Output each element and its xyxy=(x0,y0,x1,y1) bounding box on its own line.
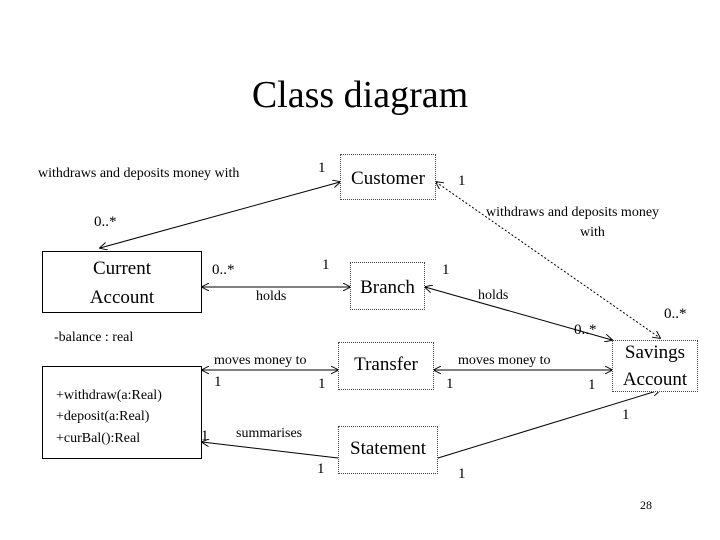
mult-customer-from-savings: 1 xyxy=(458,173,466,189)
mult-savings-from-branch: 0..* xyxy=(574,322,597,338)
savings-account-name-line1: Savings xyxy=(624,342,686,363)
mult-savings-from-transfer: 1 xyxy=(588,377,596,393)
mult-customer-from-current: 1 xyxy=(318,160,326,176)
mult-transfer-from-current: 1 xyxy=(318,376,326,392)
mult-current-from-branch: 0..* xyxy=(212,262,235,278)
page-title: Class diagram xyxy=(251,74,469,116)
assoc-label-transfer-savings: moves money to xyxy=(458,353,551,368)
assoc-label-current-branch: holds xyxy=(256,289,287,304)
current-account-attribute: -balance : real xyxy=(54,330,134,345)
assoc-label-savings-customer-2: with xyxy=(580,225,605,240)
mult-statement-from-current: 1 xyxy=(317,461,325,477)
line-customer-savings xyxy=(436,182,660,338)
current-account-operation: +withdraw(a:Real) xyxy=(56,388,162,403)
statement-class xyxy=(338,426,438,474)
mult-statement-from-savings: 1 xyxy=(458,466,466,482)
transfer-class-name: Transfer xyxy=(354,354,418,375)
current-account-attributes-divider xyxy=(42,312,202,367)
assoc-label-branch-savings: holds xyxy=(478,288,509,303)
current-account-name-line1: Current xyxy=(92,258,152,279)
current-account-name-line2: Account xyxy=(89,287,155,308)
savings-account-name-line2: Account xyxy=(622,369,688,390)
savings-account-class xyxy=(612,340,698,392)
mult-branch-from-current: 1 xyxy=(322,257,330,273)
mult-branch-from-savings: 1 xyxy=(442,262,450,278)
assoc-label-savings-customer-1: withdraws and deposits money xyxy=(486,205,660,220)
line-current-customer xyxy=(100,182,340,248)
customer-class-name: Customer xyxy=(351,168,425,189)
mult-current-from-statement: 1 xyxy=(201,428,209,444)
mult-current-from-customer: 0..* xyxy=(94,214,117,230)
page-number: 28 xyxy=(640,498,652,512)
line-statement-savings xyxy=(437,390,660,459)
statement-class-name: Statement xyxy=(350,438,426,459)
mult-savings-from-statement: 1 xyxy=(622,407,630,423)
mult-savings-from-customer: 0..* xyxy=(664,306,687,322)
assoc-label-current-customer: withdraws and deposits money with xyxy=(38,166,240,181)
mult-current-from-transfer: 1 xyxy=(214,374,222,390)
current-account-operation: +deposit(a:Real) xyxy=(56,409,150,424)
assoc-label-current-transfer: moves money to xyxy=(214,353,307,368)
line-statement-current xyxy=(202,442,339,459)
customer-class xyxy=(340,154,436,200)
assoc-label-statement-current: summarises xyxy=(236,426,303,441)
line-branch-savings xyxy=(425,287,612,340)
branch-class xyxy=(350,262,425,310)
mult-transfer-from-savings: 1 xyxy=(446,376,454,392)
transfer-class xyxy=(338,342,434,390)
branch-class-name: Branch xyxy=(360,277,415,298)
current-account-operation: +curBal():Real xyxy=(56,431,141,446)
